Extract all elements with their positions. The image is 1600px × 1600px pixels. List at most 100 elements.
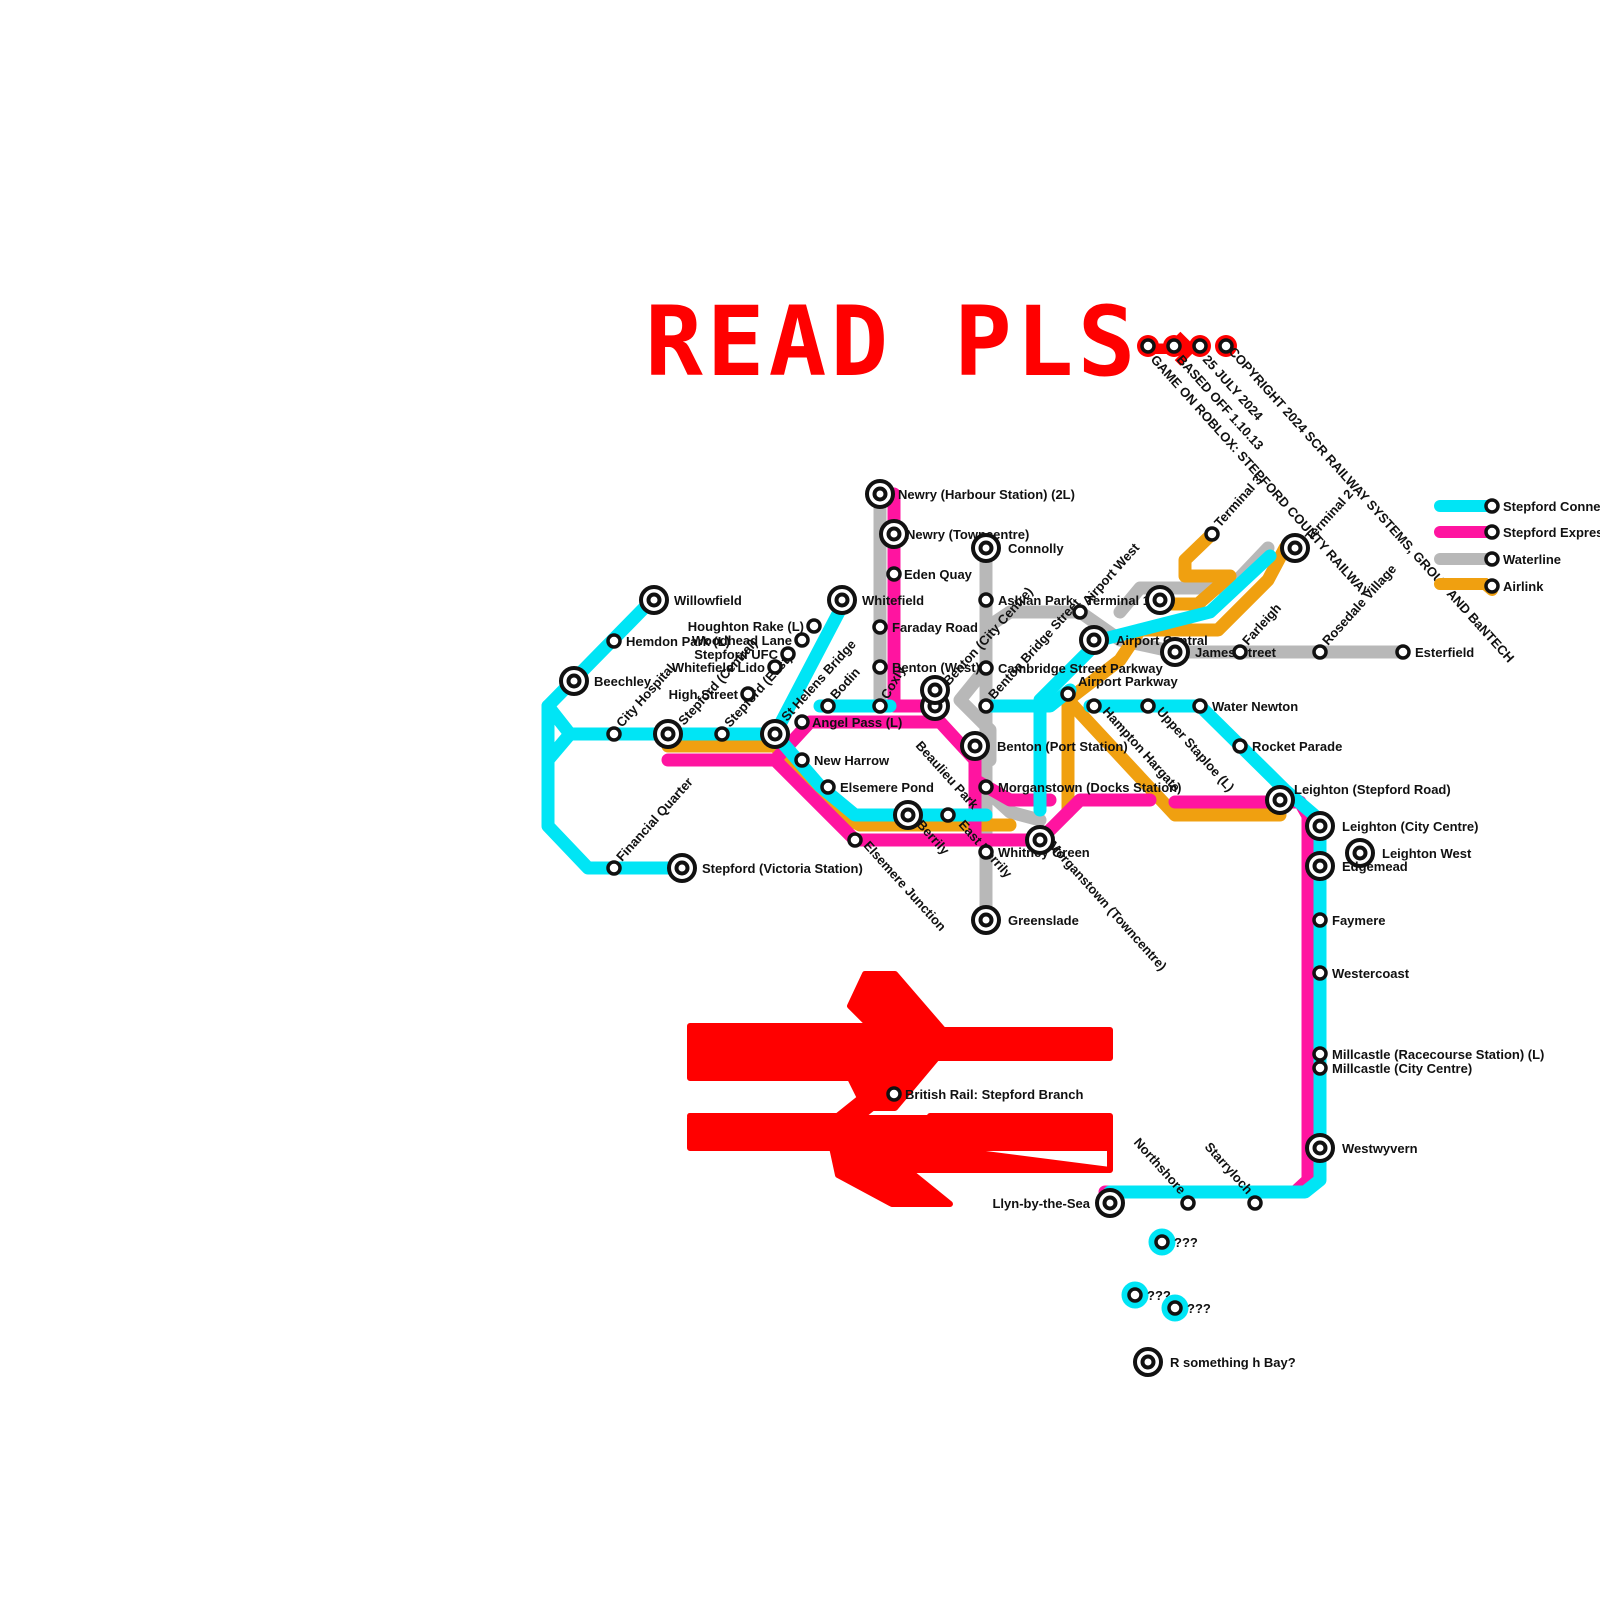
- station[interactable]: Ashlan Park: [978, 592, 1074, 608]
- station[interactable]: Leighton (City Centre): [1305, 811, 1479, 841]
- station-label: Terminal 1: [1086, 593, 1150, 608]
- station[interactable]: Cambridge Street Parkway: [978, 660, 1164, 676]
- station[interactable]: Esterfield: [1395, 644, 1474, 660]
- station-marker: [1204, 526, 1220, 542]
- banner-note-markers: [1137, 335, 1237, 357]
- interchange-marker-inner: [1086, 632, 1102, 648]
- station[interactable]: Newry (Harbour Station) (2L): [865, 479, 1075, 509]
- station[interactable]: Starryloch: [1202, 1139, 1263, 1211]
- legend: Stepford Connect Stepford Express Waterl…: [1434, 498, 1600, 596]
- station-marker: [606, 860, 622, 876]
- interchange-marker-inner: [978, 912, 994, 928]
- station-marker: [1086, 698, 1102, 714]
- station[interactable]: Water Newton: [1192, 698, 1298, 714]
- station[interactable]: Westercoast: [1312, 965, 1410, 981]
- station-marker: [1127, 1287, 1143, 1303]
- legend-item-airlink: Airlink: [1434, 578, 1544, 596]
- station[interactable]: Millcastle (Racecourse Station) (L): [1312, 1046, 1544, 1062]
- station[interactable]: Morganstown (Towncentre): [1025, 825, 1170, 973]
- interchange-marker-inner: [1287, 540, 1303, 556]
- station-label: Willowfield: [674, 593, 742, 608]
- station-marker: [1180, 1195, 1196, 1211]
- interchange-marker-inner: [1352, 845, 1368, 861]
- station[interactable]: Llyn-by-the-Sea: [992, 1188, 1125, 1218]
- interchange-marker-inner: [872, 486, 888, 502]
- interchange-marker-inner: [1312, 1140, 1328, 1156]
- station-label: Elsemere Pond: [840, 780, 934, 795]
- station-marker: [820, 698, 836, 714]
- station-label: ???: [1187, 1301, 1211, 1316]
- station[interactable]: Angel Pass (L): [794, 714, 902, 730]
- station-label: Esterfield: [1415, 645, 1474, 660]
- station-marker: [1154, 1234, 1170, 1250]
- station-marker: [847, 832, 863, 848]
- station[interactable]: Stepford (Victoria Station): [667, 853, 863, 883]
- station-label: Greenslade: [1008, 913, 1079, 928]
- interchange-marker-inner: [674, 860, 690, 876]
- station-label: Faymere: [1332, 913, 1385, 928]
- station[interactable]: Woodhead Lane: [692, 632, 810, 648]
- svg-text:Waterline: Waterline: [1503, 552, 1561, 567]
- station-label: Connolly: [1008, 541, 1064, 556]
- logo-caption: British Rail: Stepford Branch: [905, 1087, 1083, 1102]
- station[interactable]: Millcastle (City Centre): [1312, 1060, 1472, 1076]
- station-marker: [1312, 965, 1328, 981]
- logo-caption-marker: [886, 1086, 902, 1102]
- station[interactable]: Whitefield: [827, 585, 924, 615]
- station[interactable]: Newry (Towncentre): [879, 519, 1029, 549]
- station[interactable]: Eden Quay: [886, 566, 973, 582]
- station-label: Cambridge Street Parkway: [998, 661, 1164, 676]
- station-marker: [1312, 1046, 1328, 1062]
- station-label: Edgemead: [1342, 859, 1408, 874]
- station-label: Rocket Parade: [1252, 739, 1342, 754]
- station-marker: [978, 660, 994, 676]
- station[interactable]: Beechley: [559, 666, 652, 696]
- station[interactable]: Connolly: [971, 533, 1064, 563]
- station-marker: [794, 714, 810, 730]
- station-label: Water Newton: [1212, 699, 1298, 714]
- station-label: Morganstown (Towncentre): [1046, 838, 1170, 973]
- station-marker: [1232, 738, 1248, 754]
- station-marker: [820, 779, 836, 795]
- station[interactable]: ???: [1161, 1294, 1211, 1322]
- station-label: Whitefield Lido: [672, 660, 765, 675]
- station-marker: [1232, 644, 1248, 660]
- station[interactable]: Faymere: [1312, 912, 1385, 928]
- station[interactable]: Edgemead: [1305, 851, 1408, 881]
- station-marker: [886, 566, 902, 582]
- station[interactable]: Terminal 1: [1086, 585, 1175, 615]
- station[interactable]: Greenslade: [971, 905, 1079, 935]
- station[interactable]: Morganstown (Docks Station): [978, 779, 1181, 795]
- station-marker: [872, 698, 888, 714]
- station[interactable]: Westwyvern: [1305, 1133, 1418, 1163]
- interchange-marker-inner: [967, 738, 983, 754]
- station[interactable]: ???: [1148, 1228, 1198, 1256]
- station[interactable]: Benton (Port Station): [960, 731, 1128, 761]
- station[interactable]: Faraday Road: [872, 619, 978, 635]
- station[interactable]: James Street: [1160, 637, 1277, 667]
- station[interactable]: Stepford UFC: [694, 646, 796, 662]
- station[interactable]: Benton (West): [872, 659, 980, 675]
- station-label: Terminal 2: [1302, 486, 1356, 544]
- station-marker: [780, 646, 796, 662]
- station-marker: [978, 844, 994, 860]
- station[interactable]: R something h Bay?: [1133, 1347, 1296, 1377]
- station[interactable]: New Harrow: [794, 752, 890, 768]
- legend-item-connect: Stepford Connect: [1434, 498, 1600, 514]
- station[interactable]: Leighton West: [1345, 838, 1472, 868]
- station[interactable]: Whitefield Lido: [672, 659, 783, 675]
- station[interactable]: Terminal 3: [1204, 472, 1265, 542]
- station-label: ???: [1174, 1235, 1198, 1250]
- station-label: Newry (Harbour Station) (2L): [898, 487, 1075, 502]
- station[interactable]: Rocket Parade: [1232, 738, 1342, 754]
- station[interactable]: Elsemere Pond: [820, 779, 934, 795]
- station[interactable]: Leighton (Stepford Road): [1265, 782, 1451, 815]
- station[interactable]: Airport Parkway: [1060, 674, 1178, 702]
- station[interactable]: Hemdon Park (L): [606, 633, 730, 649]
- interchange-marker-inner: [660, 726, 676, 742]
- station[interactable]: Willowfield: [639, 585, 742, 615]
- station[interactable]: High Street: [669, 686, 756, 702]
- station[interactable]: Houghton Rake (L): [688, 618, 822, 634]
